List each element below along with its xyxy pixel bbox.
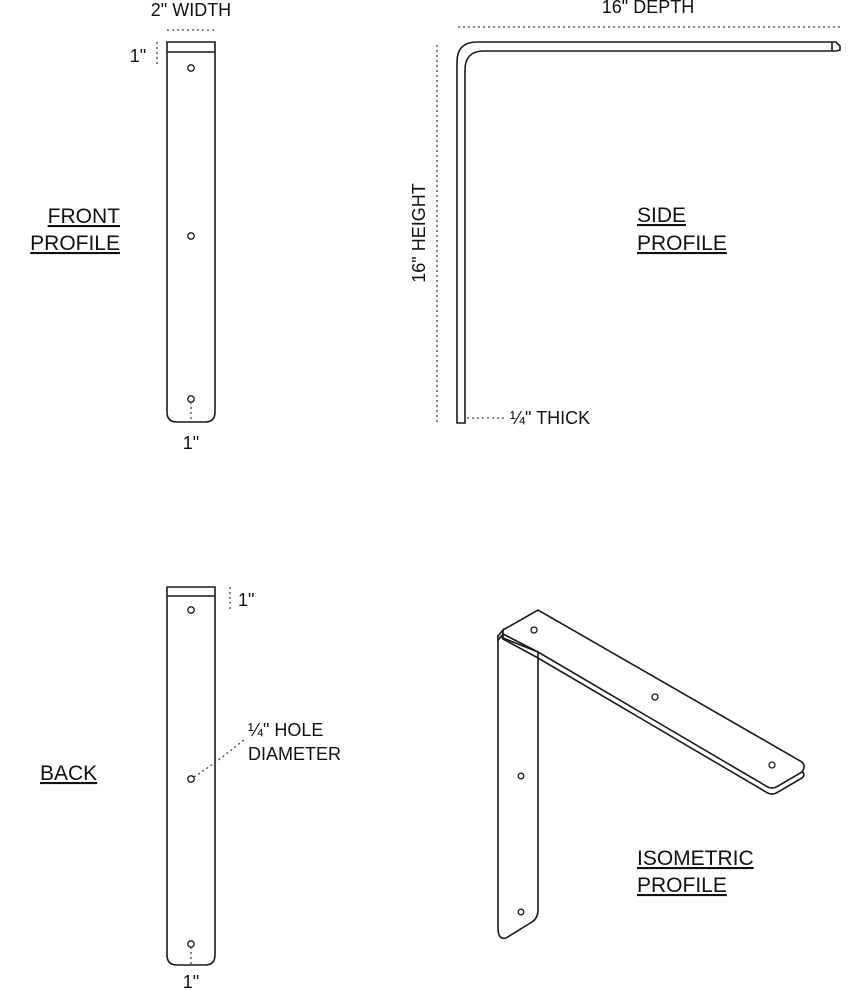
front-hole-bottom [187, 395, 195, 403]
side-bracket-outline [456, 41, 841, 424]
iso-vertical-leg [497, 634, 539, 940]
front-profile-label-line1: FRONT [48, 205, 120, 228]
isometric-profile-label-line1: ISOMETRIC [637, 847, 754, 870]
height-dimension-label: 16" HEIGHT [409, 183, 429, 282]
thick-dimension-label: ¼" THICK [510, 408, 590, 428]
back-view: 1" ¼" HOLE DIAMETER 1" BACK [40, 586, 341, 990]
front-hole-top [187, 64, 195, 72]
front-profile-label-line2: PROFILE [30, 232, 120, 255]
iso-hole-arm-2 [651, 693, 659, 701]
iso-hole-arm-1 [530, 626, 538, 634]
hole-diameter-leader [193, 737, 247, 778]
iso-hole-leg-2 [517, 908, 525, 916]
side-profile-label-line1: SIDE [637, 204, 686, 227]
isometric-profile-label-line2: PROFILE [637, 874, 727, 897]
back-hole-top [187, 606, 195, 614]
front-top-inset-label: 1" [130, 46, 146, 66]
side-profile-label-line2: PROFILE [637, 232, 727, 255]
depth-dimension-label: 16" DEPTH [602, 0, 694, 17]
isometric-profile-view: ISOMETRIC PROFILE [497, 609, 805, 940]
iso-hole-arm-3 [768, 761, 776, 769]
width-dimension-label: 2" WIDTH [151, 0, 231, 20]
back-top-inset-label: 1" [238, 590, 254, 610]
front-hole-middle [187, 232, 195, 240]
back-bottom-inset-label: 1" [183, 972, 199, 990]
side-profile-view: 16" DEPTH 16" HEIGHT ¼" THICK SIDE PROFI… [409, 0, 842, 428]
back-label: BACK [40, 762, 97, 785]
iso-hole-leg-1 [517, 772, 525, 780]
front-profile-view: 2" WIDTH 1" 1" FRONT PROFILE [30, 0, 231, 453]
front-bottom-inset-label: 1" [183, 433, 199, 453]
back-hole-bottom [187, 940, 195, 948]
front-bracket-outline [166, 41, 216, 423]
hole-diameter-label-line1: ¼" HOLE [248, 720, 323, 740]
iso-top-arm-thickness [502, 634, 805, 795]
back-hole-middle [187, 775, 195, 783]
hole-diameter-label-line2: DIAMETER [248, 744, 341, 764]
